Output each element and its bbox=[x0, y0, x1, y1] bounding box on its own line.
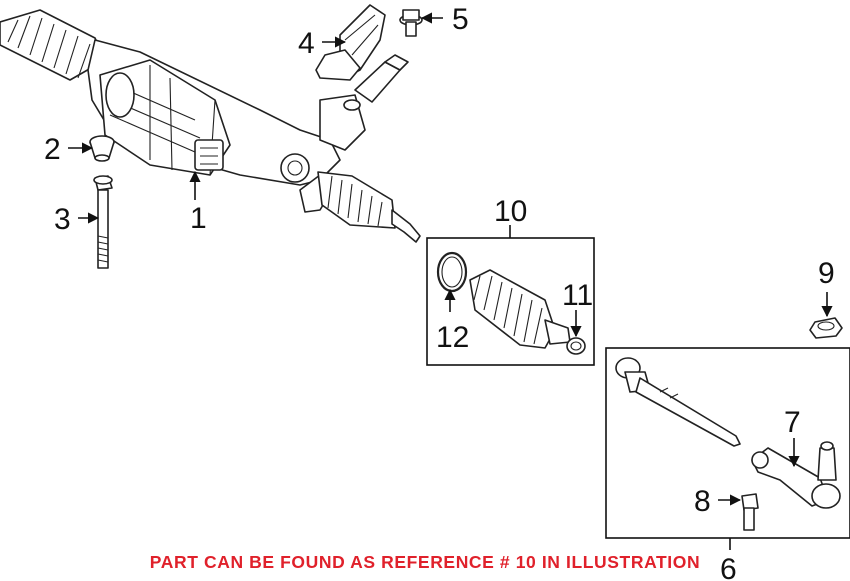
steering-rack-part[interactable] bbox=[0, 9, 421, 243]
lock-nut-part[interactable] bbox=[809, 317, 843, 339]
reference-note: PART CAN BE FOUND AS REFERENCE # 10 IN I… bbox=[149, 552, 701, 572]
callout-8: 8 bbox=[694, 485, 711, 518]
outer-tie-rod-end-part[interactable] bbox=[751, 441, 841, 509]
bellows-boot-part[interactable] bbox=[469, 269, 571, 349]
mount-bushing-part[interactable] bbox=[89, 135, 115, 162]
boot-clamp-part[interactable] bbox=[566, 337, 586, 355]
callout-2: 2 bbox=[44, 133, 61, 166]
callout-3: 3 bbox=[54, 203, 71, 236]
callout-11: 11 bbox=[562, 279, 593, 312]
callout-6: 6 bbox=[720, 553, 737, 581]
callout-4: 4 bbox=[298, 27, 315, 60]
boot-kit-box bbox=[426, 225, 595, 366]
small-bolt-part[interactable] bbox=[741, 493, 759, 531]
heat-shield-bracket-part[interactable] bbox=[315, 4, 386, 81]
callout-12: 12 bbox=[436, 321, 469, 354]
callout-10: 10 bbox=[494, 195, 527, 228]
inner-tie-rod-part[interactable] bbox=[615, 357, 741, 447]
flange-bolt-part[interactable] bbox=[399, 9, 423, 37]
callout-5: 5 bbox=[452, 3, 469, 36]
mounting-bolt-part[interactable] bbox=[93, 175, 113, 269]
boot-ring-part[interactable] bbox=[436, 251, 468, 293]
callout-9: 9 bbox=[818, 257, 835, 290]
leader-lines bbox=[68, 12, 833, 506]
callout-1: 1 bbox=[190, 202, 207, 235]
callout-7: 7 bbox=[784, 406, 801, 439]
tie-rod-box bbox=[605, 347, 850, 550]
